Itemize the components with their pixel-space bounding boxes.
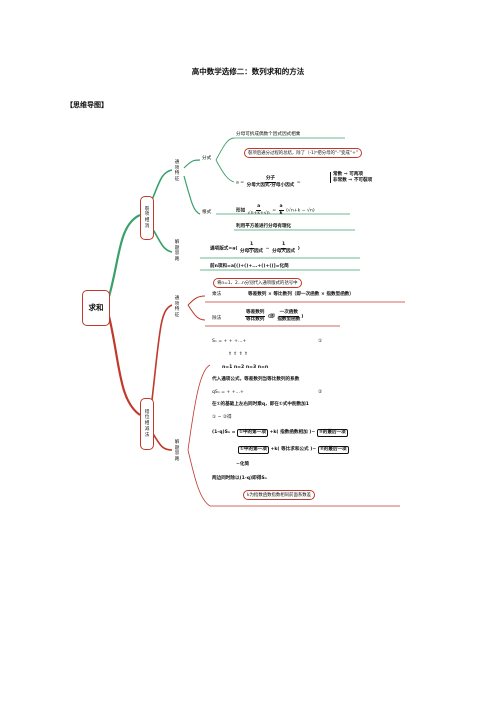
step-arrows: ⇑ ⇑ ⇑ ⇑ — [228, 352, 248, 357]
step-k2: +k( 等比求和公式 )− — [270, 447, 317, 452]
chufa-denominator: 等比数列 — [246, 316, 265, 322]
root-node: 求和 — [82, 290, 110, 326]
genshi-ak-den: k — [279, 210, 283, 216]
genshi-eq: = — [272, 208, 277, 214]
fenshi-a: a = — [236, 180, 245, 186]
fenshi-formula: a = 分子分母大因式·分母小因式 = — [236, 176, 301, 188]
fenshi-eq: = — [296, 180, 301, 186]
cuowei-tongxiang-label: 通项特征 — [174, 296, 180, 319]
step-box-last-2: ②的最后一项 — [316, 429, 348, 437]
step-box-first-1: ①中的第一项 — [237, 429, 268, 437]
step-simplify: −化简 — [236, 462, 250, 467]
step-second-line: ①中的第一项 +k( 等比求和公式 )− ②的最后一项 — [238, 446, 349, 454]
step-final: 两边同时除以(1-q)即得Sₙ — [212, 476, 267, 481]
step-1q: (1-q)Sₙ = — [212, 430, 236, 435]
jieti-frac-2-num: 1 — [281, 242, 287, 249]
chengfa-text: 等差数列 × 等比数列（即一次函数 × 指数型函数） — [248, 292, 354, 297]
step-daitong: 代入通项公式，等差数列当等比数列的系数 — [212, 377, 300, 382]
jieti-note: 将n=1、2...n分别代入通项版式的括号中 — [213, 278, 302, 288]
fenshi-cases: 常数 ⇒ 可两项 非常数 ⇒ 不可裂项 — [330, 172, 372, 183]
fenshi-fraction: 分子分母大因式·分母小因式 — [247, 176, 295, 188]
step-n-values: n=1 n=2 n=3 n=n — [222, 365, 269, 370]
genshi-ak-num: a — [278, 204, 284, 211]
chufa-fraction: 等差数列等比数列 — [245, 310, 266, 322]
branch-liexiang-label: 裂项相消 — [144, 206, 150, 229]
chufa-fraction-2: 一次函数指数型函数 — [277, 310, 300, 322]
chufa-ji: 即 — [270, 314, 275, 320]
genshi-rest: (√n+k − √n) — [286, 208, 315, 214]
branch-liexiang: 裂项相消 — [140, 196, 154, 240]
document-title: 高中数学选修二：数列求和的方法 — [191, 67, 305, 76]
chufa-formula: 等差数列等比数列 (即 一次函数指数型函数) — [245, 310, 304, 322]
root-label: 求和 — [88, 303, 104, 313]
chufa-denominator-2: 指数型函数 — [277, 316, 301, 322]
jieti-close: ) — [297, 246, 300, 252]
cuowei-jieti-label: 解题思路 — [174, 440, 180, 463]
fenshi-case-constant: 常数 ⇒ 可两项 — [333, 172, 364, 177]
genshi-denominator: √n+k+√n — [247, 210, 270, 216]
genshi-xingru: 形如 — [236, 208, 246, 214]
section-heading: 【思维导图】 — [66, 101, 108, 109]
liexiang-tongxiang-label: 通项特征 — [174, 160, 180, 183]
genshi-note: 利用平方差进行分母有理化 — [236, 224, 292, 229]
step-k1: +k( 指数函数相加 )− — [269, 430, 316, 435]
k-note: k为指数函数指数相同前面系数差 — [243, 490, 316, 500]
step-sn-num: ① — [318, 339, 323, 344]
branch-cuowei: 错位相减法 — [140, 398, 154, 450]
fenshi-label: 分式 — [202, 156, 212, 161]
jieti-frac-2-den: 分母大因式 — [272, 248, 296, 254]
step-1q-line: (1-q)Sₙ = ①中的第一项 +k( 指数函数相加 )− ②的最后一项 — [212, 429, 348, 437]
genshi-label: 根式 — [202, 210, 212, 215]
chufa-numerator: 等差数列 — [245, 310, 266, 317]
liexiang-jieti-label: 解题思路 — [174, 240, 180, 263]
fenshi-case-nonconstant: 非常数 ⇒ 不可裂项 — [333, 177, 373, 183]
chufa-numerator-2: 一次函数 — [278, 310, 299, 317]
genshi-fraction: a√n+k+√n — [248, 204, 270, 216]
step-qsn-num: ② — [318, 390, 323, 395]
step-box-last-4: ②的最后一项 — [317, 446, 349, 454]
step-sn: Sₙ = + + +...+ — [212, 339, 247, 344]
jieti-minus: − — [265, 246, 270, 252]
step-cuowei: 在①的基础上左右同时乘q，即在①式中削数加1 — [212, 402, 309, 407]
branch-cuowei-label: 错位相减法 — [144, 409, 150, 438]
fenshi-note: 裂项后通分过程的总结，除了（-1)ⁿ把分母的“-”变成“+” — [244, 148, 363, 158]
fenshi-numerator: 分子 — [264, 176, 277, 183]
chengfa-label: 乘法 — [212, 292, 222, 297]
jieti-frac-1-den: 分母小因式 — [240, 248, 264, 254]
step-1-minus-2: ① − ②得 — [212, 415, 232, 420]
chufa-label: 除法 — [212, 316, 222, 321]
step-box-first-3: ①中的第一项 — [238, 446, 269, 454]
genshi-numerator: a — [256, 204, 262, 211]
step-qsn: qSₙ = + +...+ — [212, 390, 244, 395]
fenshi-top-text: 分母可拆成偶数个因式因式相乘 — [236, 132, 301, 137]
jieti-formula-1-lead: 通项版式=a( — [210, 246, 238, 252]
fenshi-denominator: 分母大因式·分母小因式 — [246, 182, 295, 188]
jieti-formula-2: 前n项和=a[()+()+...+()+()]=化简 — [210, 264, 289, 269]
jieti-frac-1-num: 1 — [248, 242, 255, 249]
